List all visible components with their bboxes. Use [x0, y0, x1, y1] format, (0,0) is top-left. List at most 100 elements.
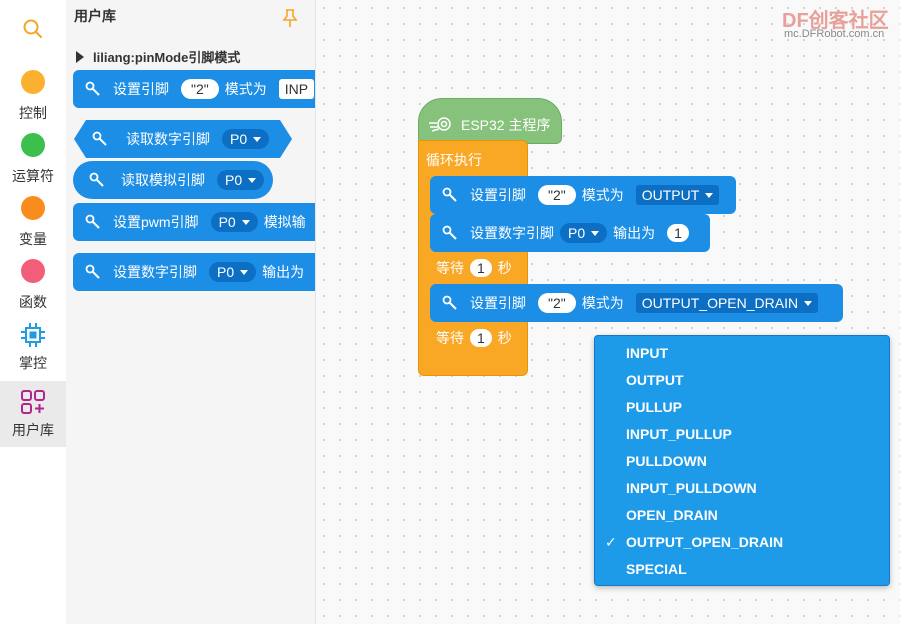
block-label: 设置数字引脚: [113, 264, 197, 280]
block-label: 模式为: [224, 81, 267, 97]
option-label: INPUT_PULLDOWN: [626, 480, 757, 496]
library-tree-node[interactable]: liliang:pinMode引脚模式: [76, 47, 240, 66]
expand-triangle-icon: [76, 50, 84, 63]
block-label: 读取模拟引脚: [121, 172, 205, 188]
caret-icon: [240, 269, 249, 275]
pin-icon[interactable]: [282, 8, 298, 28]
block-label: 模式为: [581, 187, 624, 203]
port-value: P0: [218, 214, 236, 230]
block-label: 模拟输: [263, 214, 306, 230]
dropdown-option[interactable]: SPECIAL: [595, 556, 889, 583]
mode-dropdown[interactable]: OUTPUT: [635, 185, 720, 205]
block-label: 设置引脚: [470, 295, 526, 311]
loop-label: 循环执行: [426, 152, 482, 168]
mode-dropdown[interactable]: OUTPUT_OPEN_DRAIN: [635, 293, 819, 313]
flyout-block-set-pin-mode[interactable]: 设置引脚 "2" 模式为 INP: [73, 70, 315, 108]
block-flyout: 用户库 liliang:pinMode引脚模式 设置引脚 "2" 模式为 INP…: [66, 0, 316, 624]
mode-dropdown-menu: INPUT OUTPUT PULLUP INPUT_PULLUP PULLDOW…: [594, 335, 890, 586]
pin-field[interactable]: "2": [538, 185, 576, 205]
flyout-block-set-pwm[interactable]: 设置pwm引脚 P0 模拟输: [73, 203, 315, 241]
port-value: P0: [230, 131, 248, 147]
block-set-digital-output[interactable]: 设置数字引脚 P0 输出为 1: [430, 214, 710, 252]
dropdown-option[interactable]: INPUT: [595, 340, 889, 367]
port-value: P0: [217, 264, 235, 280]
category-control[interactable]: 控制: [0, 70, 66, 123]
block-set-pin-mode-2[interactable]: 设置引脚 "2" 模式为 OUTPUT_OPEN_DRAIN: [430, 284, 843, 322]
chip-icon: [21, 323, 45, 347]
category-label: 变量: [19, 231, 47, 247]
wrench-icon: [73, 264, 113, 280]
dropdown-option[interactable]: PULLDOWN: [595, 448, 889, 475]
caret-icon: [253, 137, 261, 142]
block-set-pin-mode-1[interactable]: 设置引脚 "2" 模式为 OUTPUT: [430, 176, 736, 214]
pin-field[interactable]: "2": [181, 79, 219, 99]
flyout-block-read-digital[interactable]: 读取数字引脚 P0: [74, 120, 292, 158]
port-dropdown[interactable]: P0: [560, 223, 608, 243]
pin-field[interactable]: "2": [538, 293, 576, 313]
dropdown-option[interactable]: INPUT_PULLUP: [595, 421, 889, 448]
block-label: 设置引脚: [470, 187, 526, 203]
wait-block-2[interactable]: 等待 1 秒: [436, 328, 512, 348]
option-label: OPEN_DRAIN: [626, 507, 718, 523]
wait-unit: 秒: [497, 260, 512, 276]
block-label: 设置pwm引脚: [113, 214, 199, 230]
wait-block-1[interactable]: 等待 1 秒: [436, 258, 512, 278]
wrench-icon: [74, 131, 126, 147]
rocket-icon: [429, 117, 451, 132]
watermark-brand: DF创客社区: [782, 10, 889, 32]
port-dropdown[interactable]: P0: [209, 262, 257, 282]
hat-label: ESP32 主程序: [461, 117, 551, 133]
wrench-icon: [73, 81, 113, 97]
category-variables[interactable]: 变量: [0, 196, 66, 249]
wait-label: 等待: [436, 260, 464, 276]
variables-circle-icon: [21, 196, 45, 220]
option-label: PULLDOWN: [626, 453, 707, 469]
port-dropdown[interactable]: P0: [222, 129, 269, 149]
caret-icon: [705, 192, 714, 198]
wrench-icon: [73, 172, 121, 188]
search-button[interactable]: [0, 18, 66, 45]
dropdown-option[interactable]: PULLUP: [595, 394, 889, 421]
dropdown-option-selected[interactable]: ✓ OUTPUT_OPEN_DRAIN: [595, 529, 889, 556]
wait-unit: 秒: [497, 330, 512, 346]
block-label: 模式为: [581, 295, 624, 311]
block-label: 设置数字引脚: [470, 225, 554, 241]
block-label: 设置引脚: [113, 81, 169, 97]
wrench-icon: [430, 225, 470, 241]
dropdown-option[interactable]: OPEN_DRAIN: [595, 502, 889, 529]
category-user-library[interactable]: 用户库: [0, 381, 66, 447]
flyout-block-read-analog[interactable]: 读取模拟引脚 P0: [73, 161, 273, 199]
port-dropdown[interactable]: P0: [217, 170, 265, 190]
block-label: 读取数字引脚: [126, 131, 210, 147]
port-value: P0: [568, 225, 586, 241]
flyout-block-set-digital[interactable]: 设置数字引脚 P0 输出为: [73, 253, 315, 291]
option-label: PULLUP: [626, 399, 682, 415]
category-operators[interactable]: 运算符: [0, 133, 66, 186]
category-board[interactable]: 掌控: [0, 322, 66, 373]
category-label: 函数: [19, 294, 47, 310]
output-value-field[interactable]: 1: [667, 224, 689, 242]
dropdown-option[interactable]: INPUT_PULLDOWN: [595, 475, 889, 502]
option-label: SPECIAL: [626, 561, 687, 577]
caret-icon: [248, 177, 257, 183]
flyout-title: 用户库: [74, 8, 116, 24]
caret-icon: [591, 230, 600, 236]
esp32-main-hat-block[interactable]: ESP32 主程序: [418, 98, 562, 144]
block-label: 输出为: [262, 264, 305, 280]
category-label: 掌控: [19, 355, 47, 371]
mode-dropdown[interactable]: INP: [278, 79, 315, 99]
wait-seconds-field[interactable]: 1: [470, 259, 492, 277]
option-label: OUTPUT: [626, 372, 684, 388]
option-label: OUTPUT_OPEN_DRAIN: [626, 534, 784, 550]
mode-value: OUTPUT_OPEN_DRAIN: [641, 295, 799, 311]
port-value: P0: [225, 172, 243, 188]
wrench-icon: [430, 187, 470, 203]
dropdown-option[interactable]: OUTPUT: [595, 367, 889, 394]
caret-icon: [241, 219, 250, 225]
operators-circle-icon: [21, 133, 45, 157]
checkmark-icon: ✓: [605, 534, 617, 550]
wait-seconds-field[interactable]: 1: [470, 329, 492, 347]
port-dropdown[interactable]: P0: [210, 212, 258, 232]
category-functions[interactable]: 函数: [0, 259, 66, 312]
mode-value: OUTPUT: [641, 187, 700, 203]
